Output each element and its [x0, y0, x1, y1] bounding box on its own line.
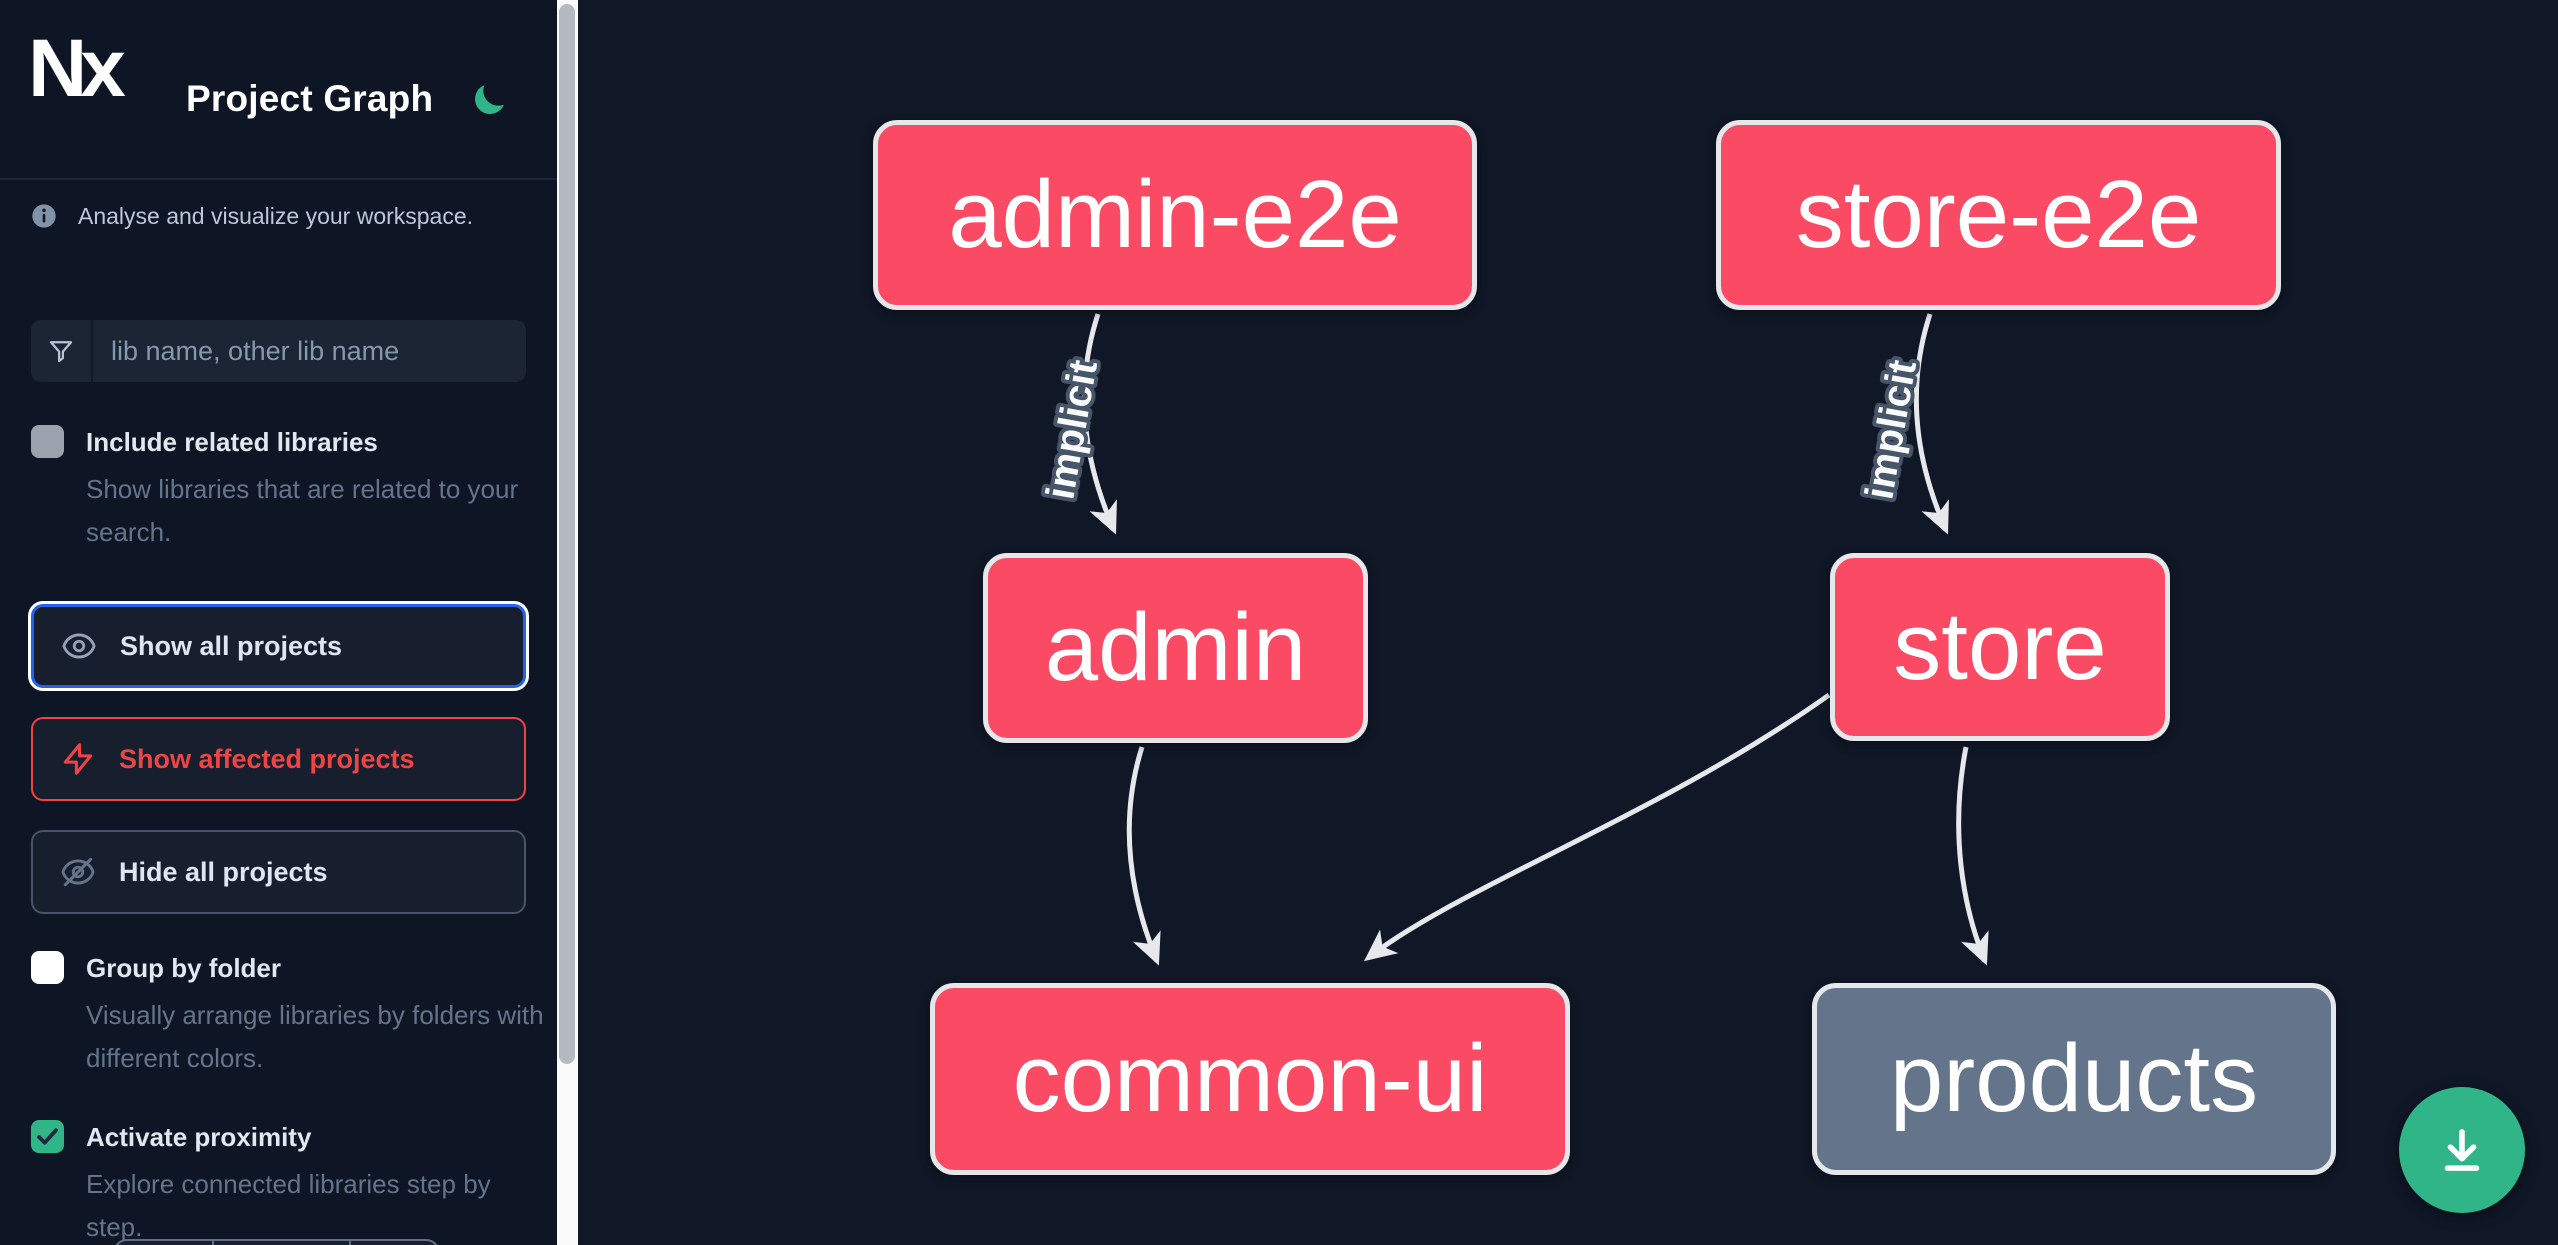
show-affected-projects-label: Show affected projects [119, 743, 415, 774]
segment-1[interactable] [115, 1241, 212, 1245]
group-by-folder-toggle: Group by folder Visually arrange librari… [31, 951, 544, 1101]
node-label: store [1893, 593, 2107, 700]
segment-2[interactable] [212, 1241, 349, 1245]
project-node-products[interactable]: products [1812, 983, 2336, 1175]
project-node-store-e2e[interactable]: store-e2e [1716, 120, 2281, 310]
edge-admin-to-common-ui [1126, 746, 1161, 966]
eye-icon [60, 627, 98, 665]
show-all-projects-label: Show all projects [120, 630, 343, 661]
tagline-text: Analyse and visualize your workspace. [78, 203, 474, 229]
edge-store-e2e-to-store [1913, 313, 1949, 535]
search-input[interactable] [93, 320, 526, 382]
eye-off-icon [59, 853, 97, 891]
header-divider [0, 178, 557, 180]
check-icon [37, 1128, 58, 1145]
activate-proximity-description: Explore connected libraries step by step… [86, 1169, 491, 1242]
info-icon [30, 202, 58, 230]
edge-store-to-products [1956, 746, 1989, 966]
sidebar-scrollbar[interactable] [557, 0, 578, 1245]
project-node-admin-e2e[interactable]: admin-e2e [873, 120, 1477, 310]
hide-all-projects-label: Hide all projects [119, 856, 328, 887]
group-by-folder-description: Visually arrange libraries by folders wi… [86, 1000, 544, 1073]
node-label: admin [1044, 594, 1307, 701]
download-image-button[interactable] [2399, 1087, 2525, 1213]
activate-proximity-checkbox[interactable] [31, 1120, 64, 1153]
include-related-toggle: Include related libraries Show libraries… [31, 425, 531, 555]
segment-3[interactable] [349, 1241, 438, 1245]
edge-label-implicit: implicit [1038, 357, 1106, 503]
download-icon [2444, 1129, 2480, 1171]
moon-icon [475, 84, 504, 114]
sidebar: Nx Project Graph Analyse and visualize y… [0, 0, 557, 1245]
project-node-common-ui[interactable]: common-ui [930, 983, 1570, 1175]
include-related-description: Show libraries that are related to your … [86, 474, 519, 547]
dark-mode-toggle[interactable] [468, 78, 512, 122]
edge-store-to-common-ui [1364, 692, 1831, 962]
graph-canvas[interactable]: implicit implicit admin-e2e store-e2e ad… [578, 0, 2558, 1245]
tagline-row: Analyse and visualize your workspace. [30, 200, 540, 234]
edge-label-implicit: implicit [1857, 357, 1925, 503]
include-related-checkbox[interactable] [31, 425, 64, 458]
node-label: admin-e2e [948, 161, 1402, 268]
activate-proximity-label: Activate proximity [86, 1122, 312, 1152]
activate-proximity-toggle: Activate proximity Explore connected lib… [31, 1120, 531, 1245]
group-by-folder-label: Group by folder [86, 953, 281, 983]
node-label: products [1889, 1025, 2259, 1132]
include-related-label: Include related libraries [86, 427, 378, 457]
nx-logo-text: Nx [28, 32, 125, 112]
group-by-folder-checkbox[interactable] [31, 951, 64, 984]
show-all-projects-button[interactable]: Show all projects [31, 604, 526, 688]
project-node-admin[interactable]: admin [983, 553, 1368, 743]
lightning-bolt-icon [59, 740, 97, 778]
project-node-store[interactable]: store [1830, 553, 2170, 741]
filter-icon [31, 320, 93, 382]
segmented-control-partial[interactable] [113, 1239, 440, 1245]
page-title: Project Graph [186, 78, 434, 119]
search-filter [31, 320, 526, 382]
nx-logo: Nx [28, 23, 138, 114]
node-label: common-ui [1012, 1025, 1488, 1132]
sidebar-header: Nx Project Graph [0, 0, 557, 178]
hide-all-projects-button[interactable]: Hide all projects [31, 830, 526, 914]
node-label: store-e2e [1795, 161, 2202, 268]
edge-admin-e2e-to-admin [1081, 313, 1117, 535]
show-affected-projects-button[interactable]: Show affected projects [31, 717, 526, 801]
scrollbar-thumb[interactable] [559, 4, 575, 1064]
